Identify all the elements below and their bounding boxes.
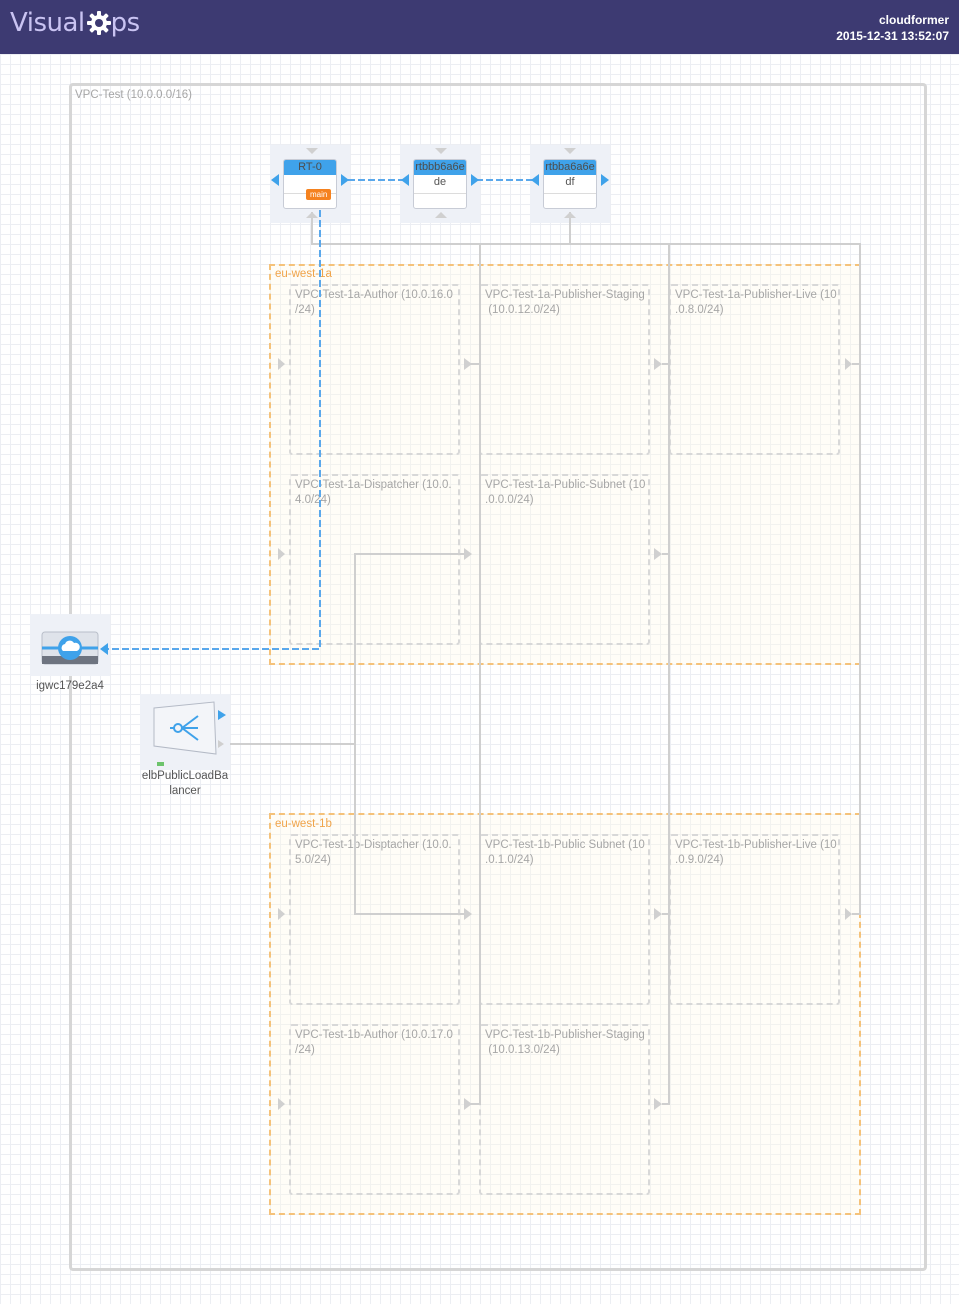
internet-gateway-node[interactable] — [30, 614, 110, 676]
igw-label: igwc179e2a4 — [36, 680, 104, 692]
zone-label-eu-west-1b: eu-west-1b — [275, 818, 332, 830]
load-balancer-icon — [153, 701, 226, 766]
divider — [544, 193, 596, 194]
route-table-rt-0[interactable]: RT-0 main — [270, 145, 350, 223]
subnet[interactable] — [289, 1024, 460, 1195]
elb-label: elbPublicLoadBa lancer — [141, 770, 229, 797]
route-table-name: rtbbb6a6e — [414, 160, 466, 175]
route-table-box: rtbba6a6e df — [543, 159, 597, 209]
visualops-logo[interactable]: Visual ps — [10, 8, 140, 38]
route-table-box: RT-0 main — [283, 159, 337, 209]
subnet-label: VPC-Test-1b-Author (10.0.17.0 /24) — [295, 1029, 453, 1056]
subnet-label: VPC-Test-1b-Publisher-Live (10 .0.9.0/24… — [675, 839, 837, 866]
zone-eu-west-1a[interactable] — [269, 264, 861, 665]
route-table-rtbba6a6e[interactable]: rtbba6a6e df — [530, 145, 610, 223]
route-table-sub: df — [565, 176, 575, 188]
user-info: cloudformer 2015-12-31 13:52:07 — [836, 12, 949, 44]
subnet[interactable] — [289, 834, 460, 1005]
main-badge: main — [306, 189, 332, 200]
gear-icon — [86, 11, 111, 35]
subnet-label: VPC-Test-1b-Public Subnet (10 .0.1.0/24) — [485, 839, 645, 866]
route-table-name: RT-0 — [284, 160, 336, 175]
subnet-label: VPC-Test-1b-Publisher-Staging (10.0.13.0… — [485, 1029, 645, 1056]
divider — [414, 193, 466, 194]
subnet-label: VPC-Test-1a-Dispatcher (10.0. 4.0/24) — [295, 479, 452, 506]
logo-text-right: ps — [110, 8, 141, 38]
subnet[interactable] — [289, 474, 460, 645]
timestamp: 2015-12-31 13:52:07 — [836, 29, 949, 43]
subnet[interactable] — [289, 284, 460, 455]
subnet-label: VPC-Test-1a-Public-Subnet (10 .0.0.0/24) — [485, 479, 646, 506]
subnet-label: VPC-Test-1a-Publisher-Live (10 .0.8.0/24… — [675, 289, 837, 316]
route-table-name: rtbba6a6e — [544, 160, 596, 175]
zone-eu-west-1b[interactable] — [269, 813, 861, 1215]
app-header: Visual ps cloudformer 2015-12-31 13:52:0… — [0, 0, 959, 54]
subnet[interactable] — [479, 1024, 650, 1195]
subnet-label: VPC-Test-1a-Publisher-Staging (10.0.12.0… — [485, 289, 645, 316]
zone-label-eu-west-1a: eu-west-1a — [275, 268, 332, 280]
route-table-box: rtbbb6a6e de — [413, 159, 467, 209]
vpc-container[interactable] — [69, 83, 927, 1271]
internet-gateway-icon — [41, 631, 99, 665]
subnet-label: VPC-Test-1b-Disptacher (10.0. 5.0/24) — [295, 839, 452, 866]
username[interactable]: cloudformer — [878, 13, 949, 27]
route-table-sub: de — [433, 176, 447, 188]
load-balancer-node[interactable] — [140, 694, 230, 770]
route-table-rtbbb6a6e[interactable]: rtbbb6a6e de — [400, 145, 480, 223]
logo-text-left: Visual — [10, 8, 85, 38]
vpc-label: VPC-Test (10.0.0.0/16) — [75, 89, 192, 101]
